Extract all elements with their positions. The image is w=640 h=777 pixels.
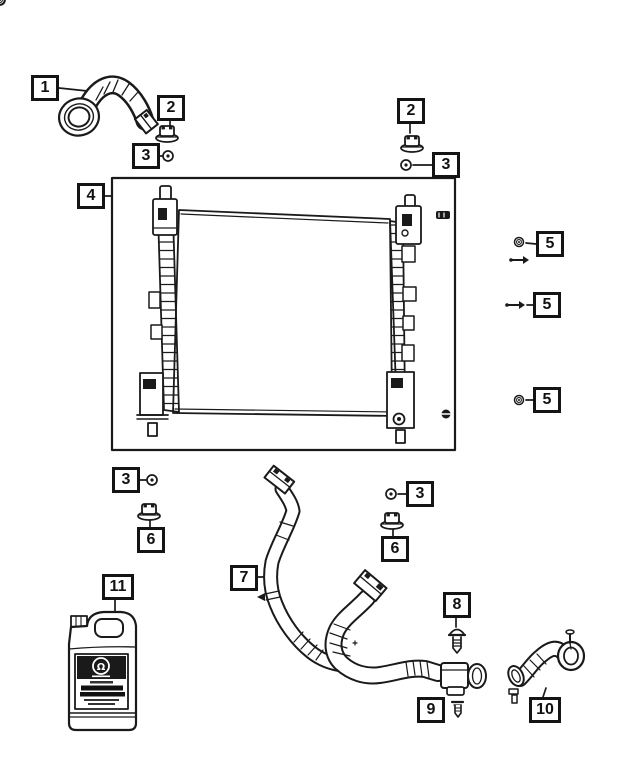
hose-clamp-icon [507,665,525,687]
callout-6-right[interactable]: 6 [381,536,409,562]
retainer-clip-icons [137,125,424,530]
pin-icon-top [509,256,529,264]
callout-2-left[interactable]: 2 [157,95,185,121]
callout-9-pin[interactable]: 9 [417,697,445,723]
screw-pin-icons [0,0,529,406]
callout-1-upper-hose[interactable]: 1 [31,75,59,101]
callout-3-right[interactable]: 3 [432,152,460,178]
upper-radiator-hose-icon [57,75,159,137]
callout-3-lower-right[interactable]: 3 [406,481,434,507]
radiator-assembly-icon [110,176,457,452]
jug-label-text-bars [80,681,125,705]
callout-5-top[interactable]: 5 [536,231,564,257]
callout-7-hose-assembly[interactable]: 7 [230,565,258,591]
push-pin-icon [450,700,465,718]
radiator-fastener-icon [436,211,450,219]
callout-6-left[interactable]: 6 [137,527,165,553]
coolant-jug-icon: Ω [67,610,138,732]
pin-icon-mid [505,301,525,309]
clamp-screw-icon [565,629,575,650]
callout-5-middle[interactable]: 5 [533,292,561,318]
callout-10-elbow[interactable]: 10 [529,697,561,723]
callout-11-coolant[interactable]: 11 [102,574,134,600]
bolt-icon [447,628,467,654]
callout-5-bottom[interactable]: 5 [533,387,561,413]
callout-2-right[interactable]: 2 [397,98,425,124]
callout-4-radiator[interactable]: 4 [77,183,105,209]
radiator-plug-icon [441,409,451,419]
lower-hose-assembly-icon [257,464,487,696]
callout-3-lower-left[interactable]: 3 [112,467,140,493]
hose-clamp-tab-icon [257,593,265,601]
mopar-omega-logo: Ω [97,662,106,673]
elbow-hose-icon [507,629,586,704]
callout-3-left[interactable]: 3 [132,143,160,169]
callout-8-bolt[interactable]: 8 [443,592,471,618]
